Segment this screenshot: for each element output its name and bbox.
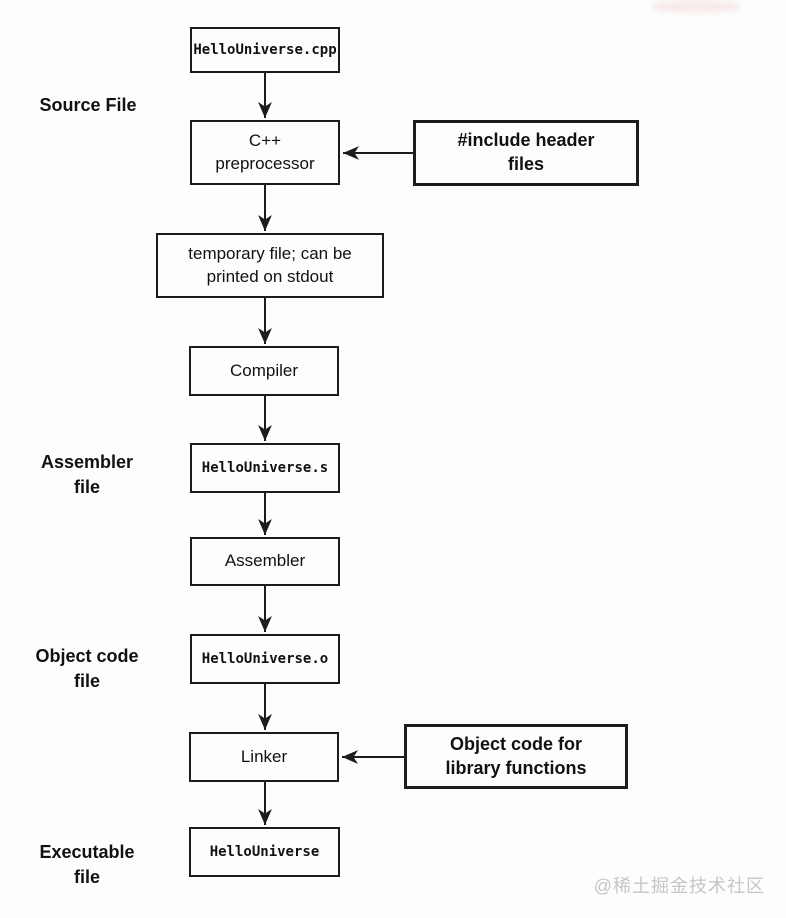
node-compiler-label: Compiler	[229, 360, 299, 380]
node-temp-file-box: temporary file; can be printed on stdout	[156, 233, 384, 298]
stage-label-object-code-file: Object code file	[35, 646, 139, 691]
node-library-objects-box: Object code for library functions	[404, 724, 628, 789]
node-linker-label: Linker	[240, 746, 288, 766]
stage-label-assembler-file: Assembler file	[40, 452, 134, 497]
node-include-headers-box: #include header files	[413, 120, 639, 186]
node-obj-file-box: HelloUniverse.o	[190, 634, 340, 684]
node-include-headers-label: #include header files	[457, 130, 595, 174]
node-source-cpp-label: HelloUniverse.cpp	[193, 41, 337, 58]
node-preprocessor-box: C++ preprocessor	[190, 120, 340, 185]
node-library-objects-label: Object code for library functions	[445, 733, 587, 778]
node-asm-file-label: HelloUniverse.s	[201, 459, 329, 476]
node-assembler-box: Assembler	[190, 537, 340, 586]
artifact-smudge	[650, 0, 742, 13]
stage-label-executable-file: Executable file	[39, 842, 135, 887]
node-compiler-box: Compiler	[189, 346, 339, 396]
node-temp-file-label: temporary file; can be printed on stdout	[188, 244, 352, 286]
node-preprocessor-label: C++ preprocessor	[215, 131, 315, 173]
stage-label-source-file: Source File	[39, 95, 137, 115]
node-linker-box: Linker	[189, 732, 339, 782]
node-asm-file-box: HelloUniverse.s	[190, 443, 340, 493]
node-executable-label: HelloUniverse	[209, 843, 320, 860]
node-executable-box: HelloUniverse	[189, 827, 340, 877]
node-obj-file-label: HelloUniverse.o	[201, 650, 329, 667]
node-assembler-label: Assembler	[224, 551, 306, 571]
node-source-cpp-box: HelloUniverse.cpp	[190, 27, 340, 73]
watermark-text: @稀土掘金技术社区	[593, 876, 765, 896]
